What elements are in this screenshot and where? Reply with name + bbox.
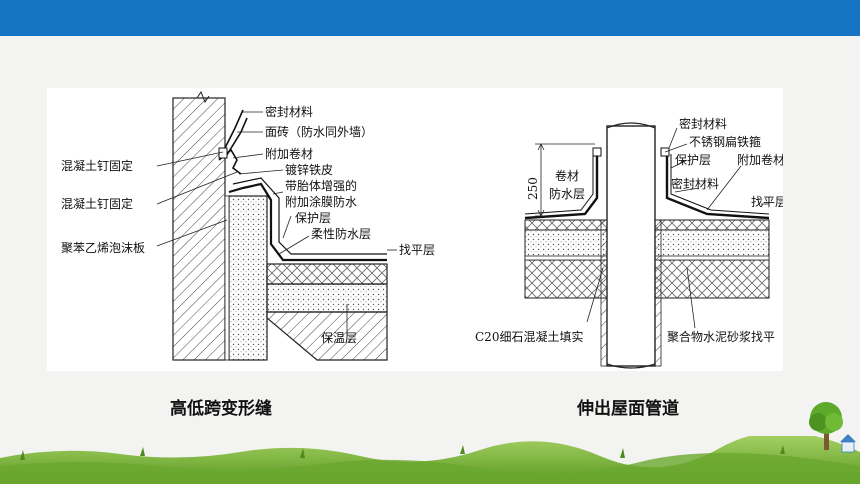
left-diagram: 密封材料 面砖（防水同外墙） 混凝土钉固定 附加卷材 镀锌铁皮 混凝土钉固定 带… (61, 90, 435, 361)
membrane-right (665, 154, 770, 220)
eps-board (224, 195, 230, 361)
leveling-layer (266, 263, 388, 285)
label-insulation-layer: 保温层 (321, 331, 357, 345)
label-sealing-material: 密封材料 (265, 104, 313, 119)
low-wall (228, 195, 268, 361)
label-sealing-material-right: 密封材料 (679, 116, 727, 131)
label-reinforced-coating-2: 附加涂膜防水 (285, 194, 357, 209)
label-c20-fill: C20细石混凝土填实 (475, 329, 583, 344)
label-reinforced-coating-1: 带胎体增强的 (285, 178, 357, 193)
label-leveling-layer-right: 找平层 (751, 195, 783, 209)
label-protective-layer-right: 保护层 (675, 153, 711, 167)
face-brick-flashing (224, 109, 248, 159)
diagrams-svg: 密封材料 面砖（防水同外墙） 混凝土钉固定 附加卷材 镀锌铁皮 混凝土钉固定 带… (61, 90, 783, 369)
pipe (606, 125, 656, 367)
header-bar (0, 0, 860, 36)
label-leveling-layer: 找平层 (399, 243, 435, 257)
label-flexible-waterproof: 柔性防水层 (311, 226, 371, 241)
membrane-left (524, 154, 599, 220)
label-membrane: 卷材 (555, 168, 579, 183)
label-galvanized-sheet: 镀锌铁皮 (285, 163, 333, 177)
label-additional-membrane: 附加卷材 (265, 146, 313, 161)
label-waterproof-layer: 防水层 (549, 186, 585, 201)
hoop-left (592, 147, 602, 157)
label-eps-board: 聚苯乙烯泡沫板 (61, 241, 145, 255)
diagram-panel: 密封材料 面砖（防水同外墙） 混凝土钉固定 附加卷材 镀锌铁皮 混凝土钉固定 带… (47, 88, 783, 371)
right-diagram: 250 密封材料 不锈钢扁铁箍 保护层 卷材 防水层 附加卷材 密封材料 找平层… (475, 116, 783, 369)
tree-icon (809, 402, 856, 453)
roof-slab (266, 311, 388, 361)
dimension-250: 250 (526, 177, 540, 200)
label-sealing-material-right-2: 密封材料 (671, 176, 719, 191)
protective-layer-line (232, 177, 387, 255)
grass-icon (0, 436, 860, 484)
flexible-waterproof-line (228, 182, 387, 262)
caption-right: 伸出屋面管道 (577, 399, 679, 419)
label-concrete-nail-2: 混凝土钉固定 (61, 196, 133, 211)
label-additional-membrane-right: 附加卷材 (737, 152, 783, 167)
insulation-layer (266, 283, 388, 313)
high-wall (172, 97, 226, 361)
caption-left: 高低跨变形缝 (170, 399, 272, 419)
label-concrete-nail-1: 混凝土钉固定 (61, 158, 133, 173)
label-stainless-hoop: 不锈钢扁铁箍 (689, 134, 761, 149)
label-polymer-mortar: 聚合物水泥砂浆找平 (667, 329, 775, 344)
label-protective-layer: 保护层 (295, 211, 331, 225)
label-face-brick: 面砖（防水同外墙） (265, 124, 373, 139)
